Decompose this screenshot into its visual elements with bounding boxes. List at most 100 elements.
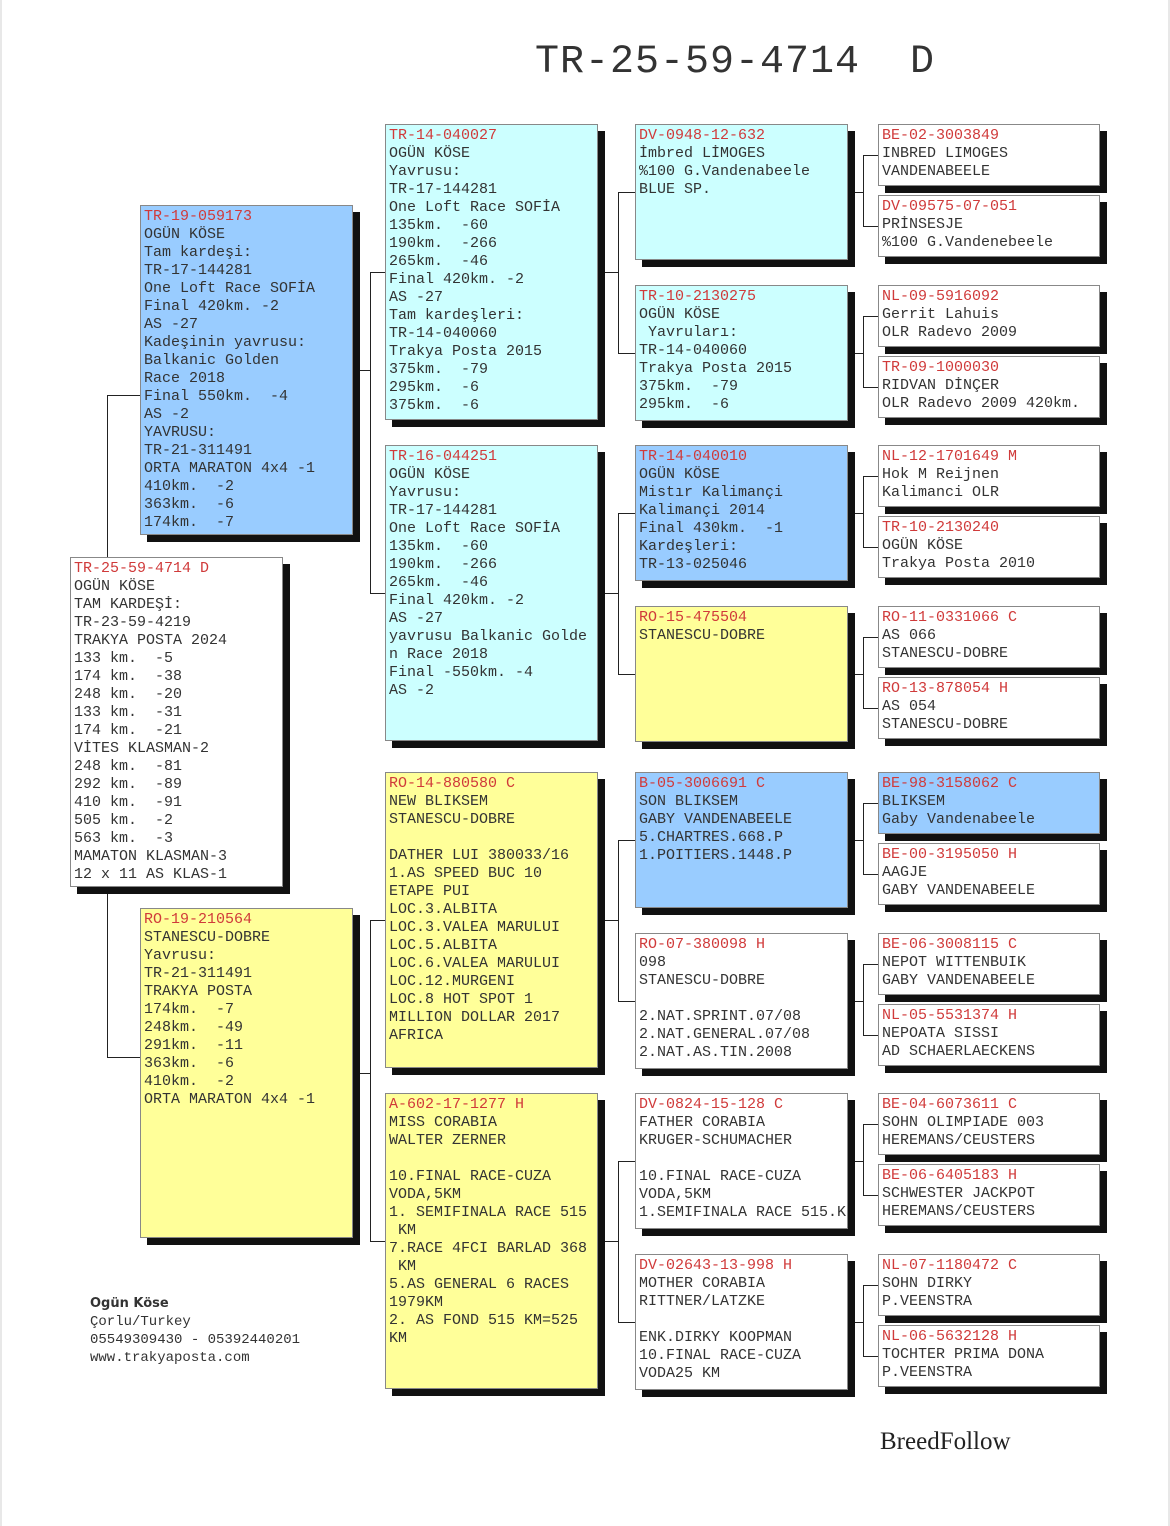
pedigree-line: BLIKSEM — [882, 793, 946, 810]
pedigree-line: NEPOATA SISSI — [882, 1025, 1000, 1042]
owner-website[interactable]: www.trakyaposta.com — [90, 1350, 250, 1366]
pedigree-line: 174km. -7 — [144, 514, 235, 531]
ring-number: TR-25-59-4714 D — [74, 560, 210, 577]
connector-line — [863, 1195, 878, 1196]
connector-line — [848, 1322, 863, 1323]
pedigree-line: 1979KM — [389, 1294, 444, 1311]
pedigree-line: 505 km. -2 — [74, 812, 174, 829]
pedigree-line — [639, 1150, 844, 1168]
pedigree-line: 5.AS GENERAL 6 RACES — [389, 1276, 570, 1293]
pedigree-line: Balkanic Golden — [144, 352, 280, 369]
ring-number: TR-16-044251 — [389, 448, 498, 465]
pedigree-line: 2. AS FOND 515 KM=525 — [389, 1312, 579, 1329]
pedigree-line: PRİNSESJE — [882, 216, 964, 233]
pedigree-line: 2.NAT.GENERAL.07/08 — [639, 1026, 811, 1043]
pedigree-line: SOHN OLIMPIADE 003 — [882, 1114, 1045, 1131]
pedigree-line: 135km. -60 — [389, 217, 489, 234]
pedigree-line: AS -27 — [389, 289, 444, 306]
pedigree-line: 295km. -6 — [639, 396, 730, 413]
pedigree-line: STANESCU-DOBRE — [639, 627, 766, 644]
pedigree-line: MOTHER CORABIA — [639, 1275, 766, 1292]
connector-line — [618, 840, 619, 1001]
pedigree-line: TR-21-311491 — [144, 965, 253, 982]
pedigree-line: NEPOT WITTENBUIK — [882, 954, 1027, 971]
connector-line — [863, 316, 878, 317]
pedigree-line: BLUE SP. — [639, 181, 712, 198]
ring-number: TR-09-1000030 — [882, 359, 1000, 376]
pedigree-line: GABY VANDENABEELE — [882, 972, 1036, 989]
pedigree-line: HEREMANS/CEUSTERS — [882, 1132, 1036, 1149]
pedigree-line: TR-21-311491 — [144, 442, 253, 459]
connector-line — [598, 593, 618, 594]
pedigree-line: 291km. -11 — [144, 1037, 244, 1054]
pedigree-line: Yavrusu: — [389, 163, 462, 180]
pedigree-line: OGÜN KÖSE — [144, 226, 226, 243]
connector-line — [370, 593, 385, 594]
connector-line — [598, 920, 618, 921]
pedigree-line: TAM KARDEŞİ: — [74, 596, 183, 613]
connector-line — [863, 964, 878, 965]
connector-line — [618, 353, 635, 354]
pedigree-line: AD SCHAERLAECKENS — [882, 1043, 1036, 1060]
ring-number: RO-19-210564 — [144, 911, 253, 928]
ring-number: DV-0948-12-632 — [639, 127, 766, 144]
ring-number: RO-14-880580 C — [389, 775, 516, 792]
connector-line — [863, 476, 878, 477]
pedigree-line: 174 km. -38 — [74, 668, 183, 685]
pedigree-line: Kardeşleri: — [639, 538, 739, 555]
pedigree-line: %100 G.Vandenebeele — [882, 234, 1054, 251]
pedigree-line: DATHER LUI 380033/16 — [389, 847, 570, 864]
pedigree-line: RITTNER/LATZKE — [639, 1293, 766, 1310]
ring-number: TR-14-040027 — [389, 127, 498, 144]
ring-number: TR-10-2130240 — [882, 519, 1000, 536]
connector-line — [618, 1322, 635, 1323]
pedigree-line: NEW BLIKSEM — [389, 793, 489, 810]
pedigree-line: VİTES KLASMAN-2 — [74, 740, 210, 757]
pedigree-line: yavrusu Balkanic Golde — [389, 628, 588, 645]
pedigree-line: LOC.6.VALEA MARULUI — [389, 955, 561, 972]
pedigree-line: Trakya Posta 2015 — [639, 360, 793, 377]
pedigree-line: 174km. -7 — [144, 1001, 235, 1018]
connector-line — [370, 920, 385, 921]
pedigree-line: VODA25 KM — [639, 1365, 721, 1382]
connector-line — [863, 226, 878, 227]
pedigree-line: Final 430km. -1 — [639, 520, 784, 537]
connector-line — [370, 272, 371, 593]
pedigree-line: Yavrusu: — [389, 484, 462, 501]
ring-number: BE-04-6073611 C — [882, 1096, 1018, 1113]
connector-line — [863, 803, 864, 874]
connector-line — [848, 513, 863, 514]
pedigree-line: 410km. -2 — [144, 478, 235, 495]
